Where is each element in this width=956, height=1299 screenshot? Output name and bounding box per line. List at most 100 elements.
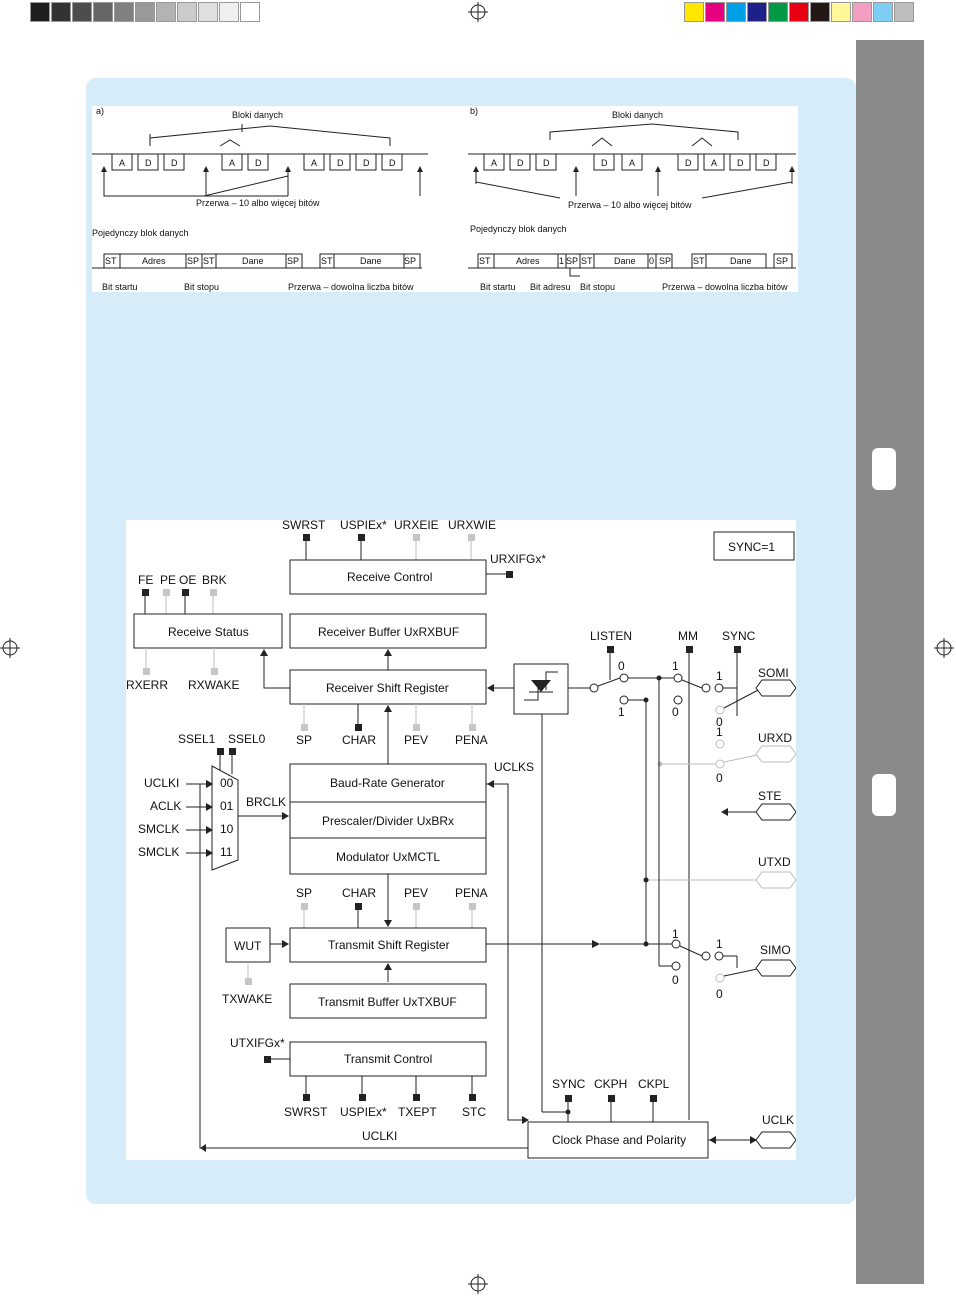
- gray-swatch: [177, 2, 197, 22]
- aclk-label: ACLK: [150, 799, 181, 813]
- svg-text:10: 10: [220, 822, 234, 836]
- color-swatch: [705, 2, 725, 22]
- transmit-control-block: [289, 1041, 487, 1077]
- wut-label: WUT: [234, 939, 262, 953]
- svg-text:SP: SP: [776, 256, 788, 266]
- gray-swatch: [156, 2, 176, 22]
- svg-text:0: 0: [672, 973, 679, 987]
- svg-text:ST: ST: [203, 256, 215, 266]
- pena-tx-label: PENA: [455, 886, 488, 900]
- fig-b-bit-stopu: Bit stopu: [580, 282, 615, 292]
- svg-text:SP: SP: [287, 256, 299, 266]
- urxd-pin: [755, 745, 797, 763]
- receive-status-label: Receive Status: [168, 625, 249, 639]
- simo-label: SIMO: [760, 943, 791, 957]
- color-swatch: [768, 2, 788, 22]
- prescaler-label: Prescaler/Divider UxBRx: [322, 814, 454, 828]
- gray-swatch: [93, 2, 113, 22]
- mm-label: MM: [678, 629, 698, 643]
- uspie-bot-label: USPIEx*: [340, 1105, 387, 1119]
- svg-text:D: D: [601, 158, 608, 168]
- brk-label: BRK: [202, 573, 227, 587]
- uclk-pin: [755, 1131, 797, 1149]
- svg-text:1: 1: [559, 256, 564, 266]
- registration-mark-top: [468, 2, 488, 22]
- fig-a-bit-startu: Bit startu: [102, 282, 138, 292]
- sync-mode-label: SYNC=1: [728, 540, 775, 554]
- baud-rate-group: [289, 763, 487, 875]
- simo-pin: [755, 959, 797, 977]
- ste-label: STE: [758, 789, 781, 803]
- receive-control-label: Receive Control: [347, 570, 432, 584]
- svg-text:A: A: [229, 158, 235, 168]
- sync-top-label: SYNC: [722, 629, 756, 643]
- color-swatch: [894, 2, 914, 22]
- txwake-label: TXWAKE: [222, 992, 272, 1006]
- fig-b-bit-startu: Bit startu: [480, 282, 516, 292]
- svg-text:D: D: [685, 158, 692, 168]
- svg-text:D: D: [517, 158, 524, 168]
- ste-pin: [755, 803, 797, 821]
- fig-b-tag: b): [470, 106, 478, 116]
- ssel1-label: SSEL1: [178, 732, 216, 746]
- urxeie-label: URXEIE: [394, 520, 439, 532]
- sp-rx-label: SP: [296, 733, 312, 747]
- fig-a-przerwa: Przerwa – dowolna liczba bitów: [288, 282, 414, 292]
- side-tab-slot-2: [872, 774, 896, 816]
- svg-text:1: 1: [672, 659, 679, 673]
- svg-text:0: 0: [716, 987, 723, 1001]
- svg-text:D: D: [145, 158, 152, 168]
- receive-status-block: [133, 613, 283, 649]
- transmit-buffer-block: [289, 983, 487, 1019]
- uspie-top-label: USPIEx*: [340, 520, 387, 532]
- svg-text:ST: ST: [321, 256, 333, 266]
- receive-control-block: [289, 559, 487, 595]
- pe-label: PE: [160, 573, 176, 587]
- urxd-label: URXD: [758, 731, 792, 745]
- chapter-side-tab: [856, 40, 924, 1284]
- svg-text:1: 1: [716, 725, 723, 739]
- swrst-top-label: SWRST: [282, 520, 326, 532]
- urxifg-label: URXIFGx*: [490, 552, 546, 566]
- clock-phase-label: Clock Phase and Polarity: [552, 1133, 686, 1147]
- clock-mux: [211, 765, 239, 871]
- fig-a-cells: A D D A D A D D D: [111, 153, 403, 171]
- registration-mark-right: [934, 638, 954, 658]
- ckpl-label: CKPL: [638, 1077, 670, 1091]
- transmit-control-label: Transmit Control: [344, 1052, 432, 1066]
- svg-text:0: 0: [649, 256, 654, 266]
- smclk1-label: SMCLK: [138, 822, 179, 836]
- char-tx-label: CHAR: [342, 886, 376, 900]
- fig-b-blocks-label: Bloki danych: [612, 110, 663, 120]
- uclk-label: UCLK: [762, 1113, 794, 1127]
- svg-text:D: D: [389, 158, 396, 168]
- svg-text:D: D: [737, 158, 744, 168]
- pev-tx-label: PEV: [404, 886, 428, 900]
- receiver-shift-label: Receiver Shift Register: [326, 681, 449, 695]
- utxd-pin: [755, 871, 797, 889]
- fig-a-blocks-label: Bloki danych: [232, 110, 283, 120]
- svg-text:Dane: Dane: [730, 256, 752, 266]
- pena-rx-label: PENA: [455, 733, 488, 747]
- svg-text:Adres: Adres: [142, 256, 166, 266]
- svg-text:SP: SP: [187, 256, 199, 266]
- svg-text:ST: ST: [105, 256, 117, 266]
- registration-mark-bottom: [468, 1274, 488, 1294]
- pev-rx-label: PEV: [404, 733, 428, 747]
- svg-text:0: 0: [672, 705, 679, 719]
- gray-swatch: [240, 2, 260, 22]
- svg-text:ST: ST: [479, 256, 491, 266]
- svg-text:1: 1: [716, 669, 723, 683]
- listen-label: LISTEN: [590, 629, 632, 643]
- color-swatch: [747, 2, 767, 22]
- somi-pin: [755, 679, 797, 697]
- svg-text:1: 1: [618, 705, 625, 719]
- rxwake-label: RXWAKE: [188, 678, 240, 692]
- svg-text:D: D: [171, 158, 178, 168]
- fig-a-bit-stopu: Bit stopu: [184, 282, 219, 292]
- svg-text:Adres: Adres: [516, 256, 540, 266]
- fig-b-bit-adresu: Bit adresu: [530, 282, 571, 292]
- svg-text:A: A: [311, 158, 317, 168]
- usart-spi-block-diagram: SYNC=1 SWRST USPIEx* URXEIE URXWIE Recei…: [126, 518, 797, 1160]
- svg-text:01: 01: [220, 799, 234, 813]
